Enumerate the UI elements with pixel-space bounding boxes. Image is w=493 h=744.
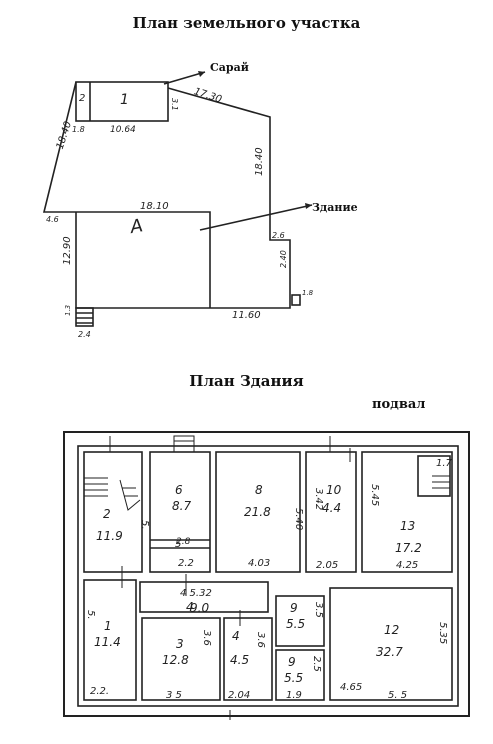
dim-d: 3 5 <box>166 690 182 701</box>
room-7-outline <box>417 455 451 497</box>
room-5-number: 5 <box>175 539 181 550</box>
dim-10: 2.6 <box>272 231 285 240</box>
room-3-number: 3 <box>176 637 184 651</box>
dim-s: 5. 5 <box>388 690 407 701</box>
dim-1: 17.30 <box>192 86 223 105</box>
building-plan-title: План Здания <box>189 372 304 390</box>
dim-k: 5.40 <box>293 508 304 530</box>
dim-m: 2.05 <box>316 560 338 571</box>
building-letter: А <box>128 215 145 238</box>
outer-wall-inner <box>77 445 459 707</box>
room-2-outline <box>83 451 143 573</box>
building-a-outline <box>76 211 211 308</box>
room-4-area: 4.5 <box>230 653 249 667</box>
dim-h: 1.9 <box>286 690 302 701</box>
room-13-outline <box>361 451 453 573</box>
room-9-outline <box>275 649 325 701</box>
room-4-outline <box>223 617 273 701</box>
room-13-number: 13 <box>400 519 415 533</box>
room-1-outline <box>83 579 137 701</box>
room-6-area: 8.7 <box>172 499 191 513</box>
shed-outline <box>75 81 169 122</box>
boundary-left <box>42 81 77 213</box>
shed-number-2: 2 <box>79 93 85 104</box>
room-8-area: 21.8 <box>244 505 271 519</box>
dim-9: 12.90 <box>62 236 73 265</box>
room-8-outline <box>215 451 301 573</box>
dim-4: 10.64 <box>110 125 136 135</box>
shed-number-1: 1 <box>120 92 129 108</box>
dim-i: 2.2 <box>178 558 194 569</box>
dim-7: 18.40 <box>254 147 265 176</box>
dim-u: 2.5 <box>311 656 322 672</box>
shed-callout-label: Сарай <box>210 61 249 74</box>
room-10-number: 9 <box>290 601 298 615</box>
dim-v: 3.5 <box>313 602 324 618</box>
room-11-number: 10 <box>326 483 342 497</box>
room-13-area: 17.2 <box>395 541 422 555</box>
dim-b: 5. <box>85 610 96 620</box>
dim-f: 2.04 <box>228 690 250 701</box>
room-10-area: 5.5 <box>286 617 305 631</box>
room-11-outline <box>305 451 357 573</box>
dim-n: 5.45 <box>369 484 380 506</box>
dim-2: 18.40 <box>55 120 74 151</box>
room-12-outline <box>329 587 453 701</box>
dim-q: 4 5.32 <box>180 588 212 599</box>
dim-t: 5.35 <box>437 622 448 644</box>
room-1-area: 11.4 <box>94 635 121 649</box>
dim-w: 2.8 <box>176 537 191 547</box>
room-2-number: 2 <box>103 507 111 521</box>
dim-11: 2.40 <box>279 250 288 268</box>
dim-15: 2.4 <box>78 330 91 339</box>
room-3-area: 12.8 <box>162 653 189 667</box>
room-9-number-final: 9 <box>288 655 296 669</box>
room-2-area: 11.9 <box>96 529 123 543</box>
room-3-outline <box>141 617 221 701</box>
dim-6: 18.10 <box>140 201 169 212</box>
dim-c: 5. <box>139 520 150 530</box>
room-1-number: 1 <box>104 619 112 633</box>
boundary-right <box>75 87 291 309</box>
dim-l: 3.42 <box>313 488 324 510</box>
room-6-outline <box>149 451 211 573</box>
dim-12: 1.8 <box>302 289 314 297</box>
room-11-area: 4.4 <box>322 501 341 515</box>
dim-e: 3.6 <box>201 630 212 646</box>
room-12-number: 12 <box>384 623 399 637</box>
room-12-area: 32.7 <box>376 645 403 659</box>
dim-8: 4.6 <box>46 215 59 224</box>
dim-g: 3.6 <box>255 632 266 648</box>
building-callout-label: Здание <box>312 201 358 214</box>
site-plan-title: План земельного участка <box>132 14 361 32</box>
dim-o: 4.25 <box>396 560 418 571</box>
corridor-area: 9.0 <box>190 601 209 615</box>
dim-j: 4.03 <box>248 558 270 569</box>
corridor-number: 4 <box>186 600 194 614</box>
dim-5: 3.1 <box>170 98 179 111</box>
dim-a: 2.2. <box>90 686 109 697</box>
room-6-number: 6 <box>175 483 183 497</box>
dim-r: 4.65 <box>340 682 362 693</box>
dim-p: 1.7 <box>436 458 453 469</box>
outer-wall-outer <box>63 431 470 717</box>
room-10-outline <box>275 595 325 647</box>
dim-3: 1.8 <box>72 125 85 134</box>
dim-14: 1.3 <box>64 305 72 316</box>
room-9-area-final: 5.5 <box>284 671 303 685</box>
dim-13: 11.60 <box>232 310 261 321</box>
room-8-number: 8 <box>255 483 263 497</box>
level-label: подвал <box>372 397 426 412</box>
corridor-outline <box>139 581 269 613</box>
room-4-number: 4 <box>232 629 240 643</box>
